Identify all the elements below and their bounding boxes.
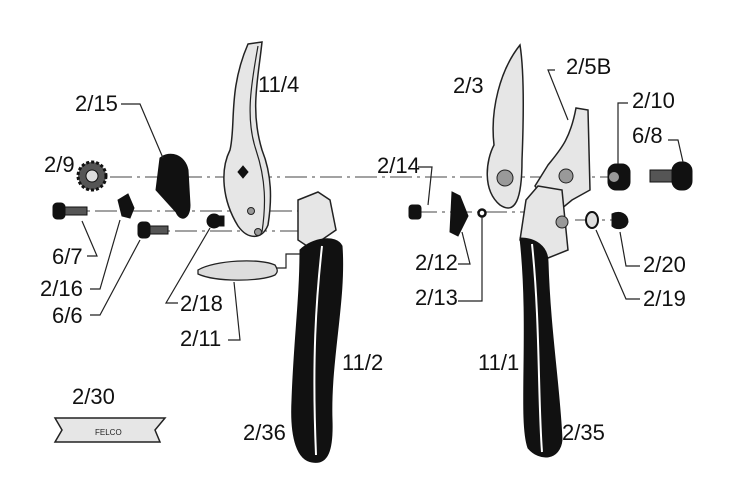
- label-6-7: 6/7: [52, 244, 83, 269]
- label-2-30: 2/30: [72, 384, 115, 409]
- spring-2-11: [197, 260, 278, 281]
- label-2-20: 2/20: [643, 252, 686, 277]
- anvil-blade-11-4: [223, 41, 272, 238]
- label-2-19: 2/19: [643, 286, 686, 311]
- catch-2-16: [117, 193, 135, 219]
- label-11-1: 11/1: [478, 350, 519, 375]
- label-2-14: 2/14: [377, 153, 420, 178]
- nut-2-10: [607, 163, 631, 191]
- label-2-11: 2/11: [180, 326, 221, 351]
- screw-6-6: [137, 221, 169, 239]
- label-2-36: 2/36: [243, 420, 286, 445]
- label-2-9: 2/9: [44, 152, 75, 177]
- part-labels: 2/15 11/4 2/9 6/7 2/16 6/6 2/18 2/11 11/…: [40, 54, 686, 445]
- label-2-5b: 2/5B: [566, 54, 611, 79]
- wrench-logo: FELCO: [95, 428, 122, 437]
- label-2-16: 2/16: [40, 276, 83, 301]
- bolt-6-8: [649, 161, 693, 191]
- label-2-35: 2/35: [562, 420, 605, 445]
- washer-2-13: [477, 208, 487, 218]
- label-6-8: 6/8: [632, 123, 663, 148]
- label-2-12: 2/12: [415, 250, 458, 275]
- bushing-2-18: [206, 213, 225, 229]
- label-2-3: 2/3: [453, 73, 484, 98]
- plate-2-12: [449, 191, 469, 237]
- wrench-2-30: FELCO: [53, 417, 167, 443]
- cap-2-20: [611, 211, 629, 230]
- bolt-6-7: [52, 202, 88, 220]
- label-2-10: 2/10: [632, 88, 675, 113]
- label-2-13: 2/13: [415, 285, 458, 310]
- handle-11-1: [519, 107, 591, 458]
- label-2-18: 2/18: [180, 291, 223, 316]
- cutting-blade-2-3: [486, 43, 525, 209]
- label-6-6: 6/6: [52, 303, 83, 328]
- label-11-2: 11/2: [342, 350, 383, 375]
- label-2-15: 2/15: [75, 91, 118, 116]
- plate-2-15: [155, 153, 191, 219]
- handle-11-2: [291, 191, 344, 463]
- label-11-4: 11/4: [258, 72, 299, 97]
- leader-lines: [81, 69, 684, 341]
- screw-2-14: [408, 204, 422, 220]
- washer-2-19: [585, 211, 599, 229]
- gear-nut-2-9: [76, 160, 108, 192]
